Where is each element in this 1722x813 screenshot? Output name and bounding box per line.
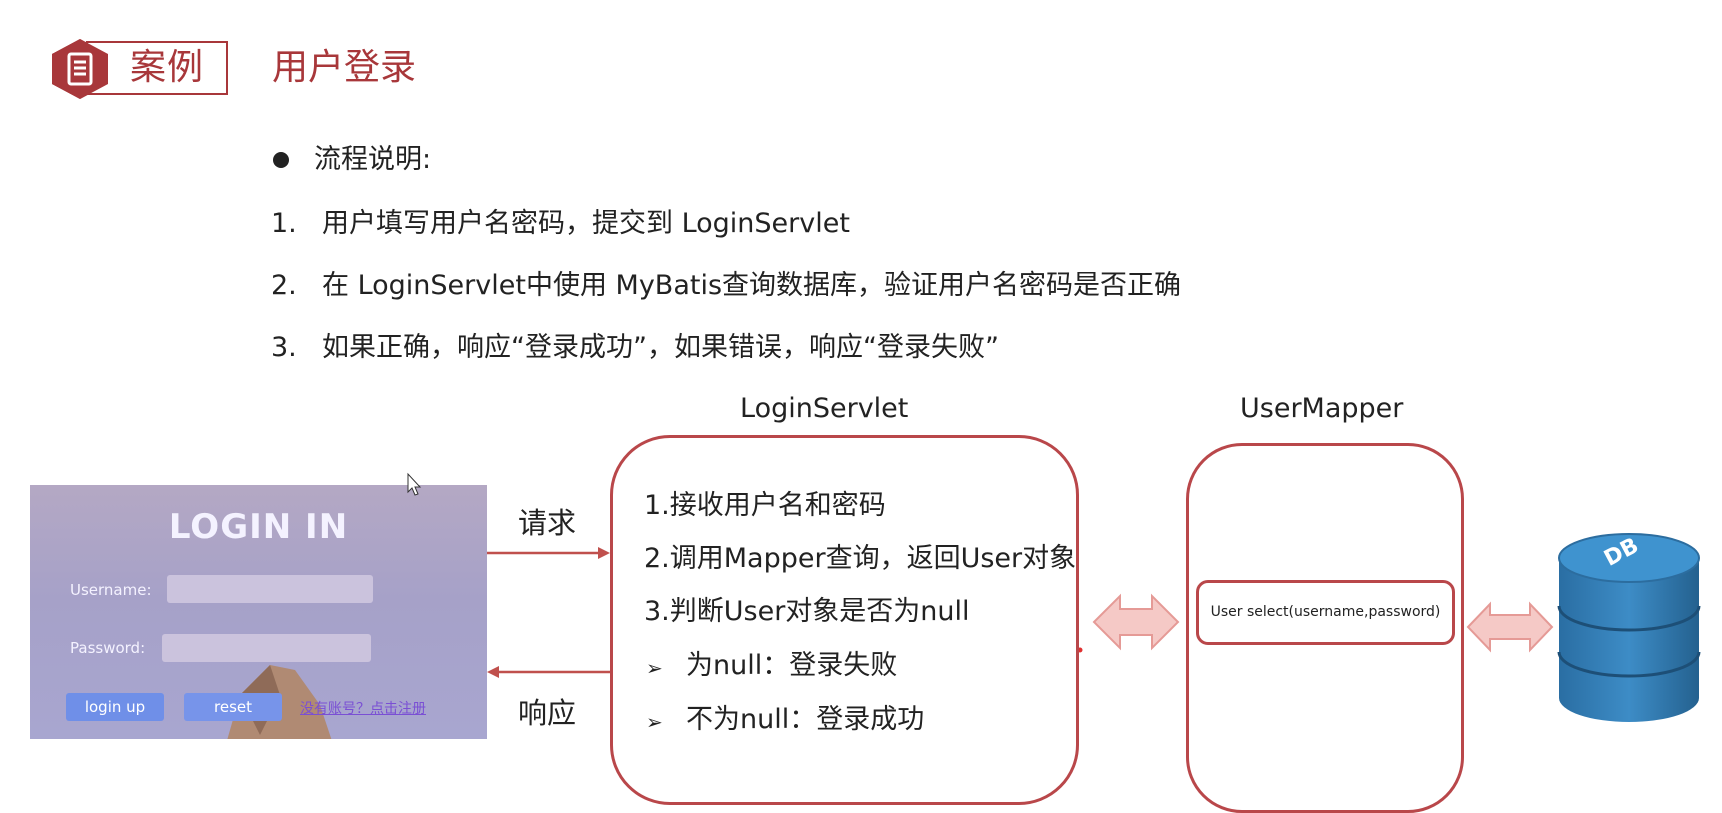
mapper-method: User select(username,password) [1196, 580, 1455, 645]
username-label: Username: [70, 581, 152, 599]
mapper-title: UserMapper [1240, 393, 1404, 424]
double-arrow-mapper-db [1466, 601, 1554, 653]
reset-button[interactable]: reset [184, 693, 282, 721]
servlet-sub-item: 为null：登录失败 [686, 650, 898, 681]
register-link[interactable]: 没有账号？点击注册 [300, 701, 426, 717]
arrow-bullet-icon: ➢ [646, 710, 663, 734]
step-number: 3. [271, 332, 297, 363]
response-arrow [487, 666, 610, 678]
step-number: 2. [271, 270, 297, 301]
bullet-icon [273, 152, 289, 168]
servlet-sub-item: 不为null：登录成功 [686, 704, 925, 735]
step-text: 用户填写用户名密码，提交到 LoginServlet [322, 208, 850, 239]
login-servlet-box [610, 435, 1079, 805]
username-input[interactable] [167, 575, 373, 603]
arrow-bullet-icon: ➢ [646, 656, 663, 680]
password-input[interactable] [162, 634, 371, 662]
servlet-step: 2.调用Mapper查询，返回User对象 [644, 543, 1077, 574]
login-form-screenshot: LOGIN IN Username: Password: login up re… [30, 485, 487, 739]
step-number: 1. [271, 208, 297, 239]
double-arrow-servlet-mapper [1092, 593, 1180, 651]
request-label: 请求 [518, 506, 577, 540]
password-label: Password: [70, 639, 146, 657]
servlet-title: LoginServlet [740, 393, 909, 424]
response-label: 响应 [518, 696, 577, 730]
page-title: 用户登录 [272, 47, 417, 88]
step-text: 如果正确，响应“登录成功”，如果错误，响应“登录失败” [322, 332, 999, 363]
badge-hexagon-front [52, 39, 108, 99]
process-heading: 流程说明: [314, 144, 432, 175]
cursor-icon [407, 472, 422, 496]
login-button[interactable]: login up [66, 693, 164, 721]
database-icon [1557, 533, 1701, 722]
servlet-step: 1.接收用户名和密码 [644, 490, 886, 521]
step-text: 在 LoginServlet中使用 MyBatis查询数据库，验证用户名密码是否… [322, 270, 1182, 301]
case-badge-label: 案例 [130, 47, 205, 88]
request-arrow [487, 547, 610, 559]
login-title: LOGIN IN [168, 507, 349, 547]
servlet-step: 3.判断User对象是否为null [644, 596, 970, 627]
